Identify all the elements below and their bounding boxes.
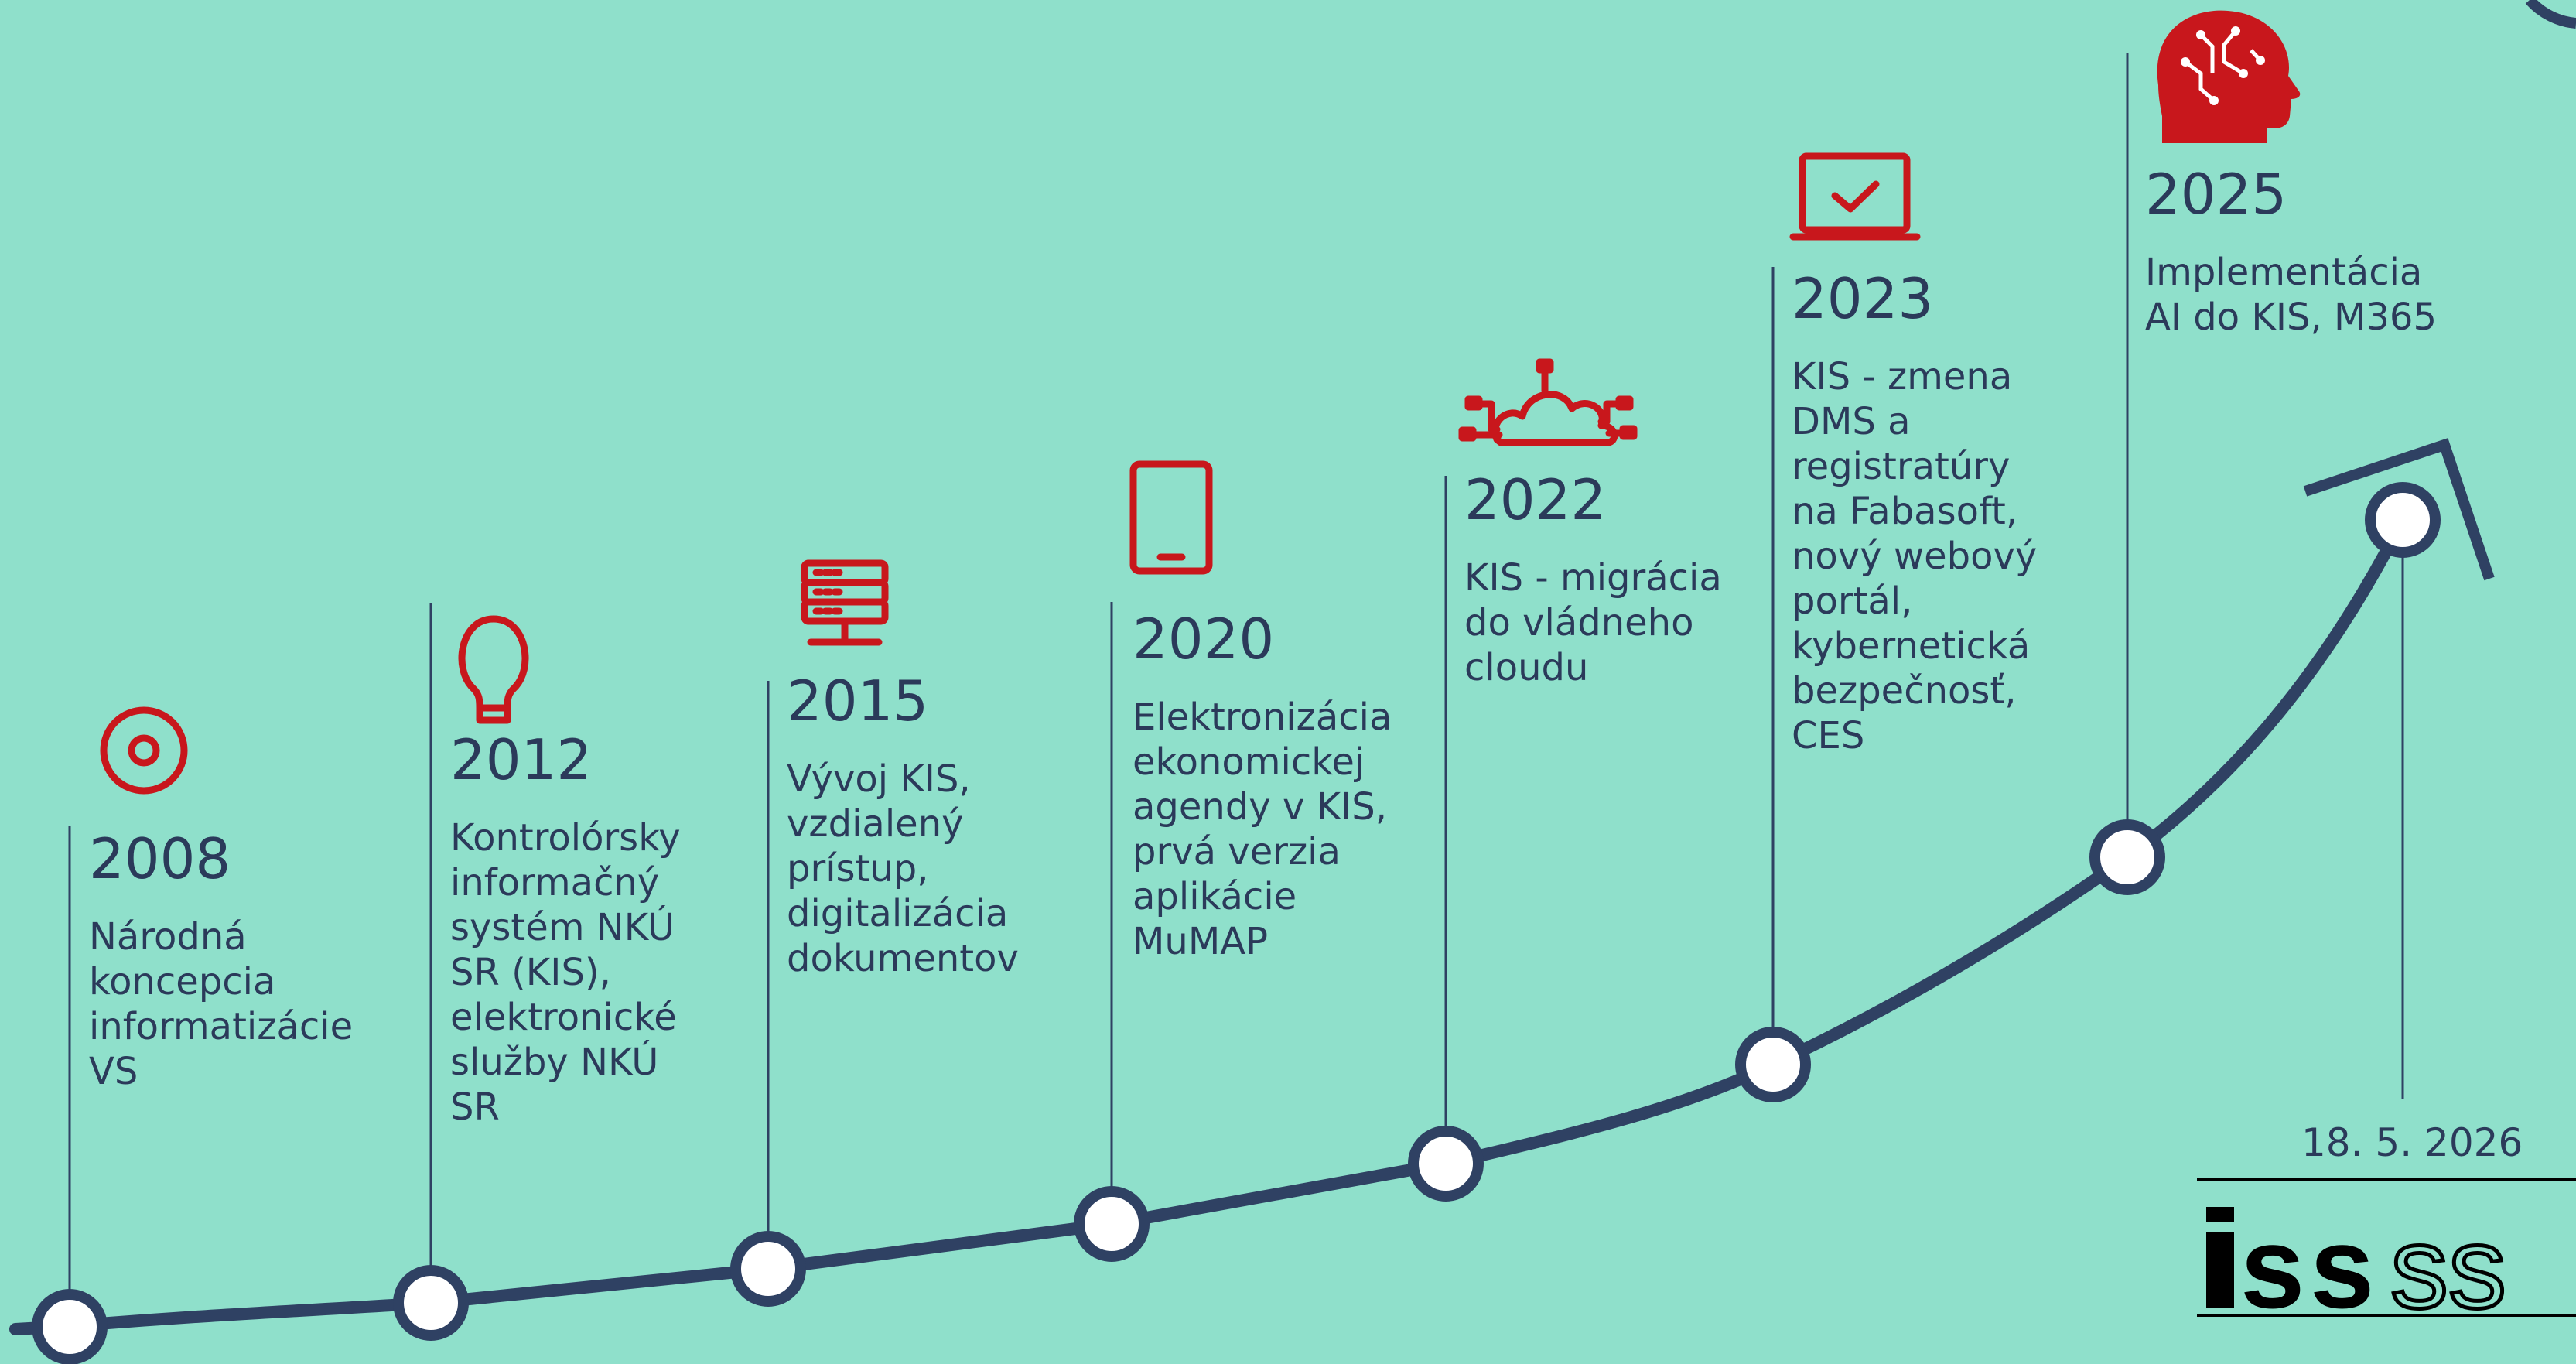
corner-arc: [2525, 0, 2576, 29]
tablet-icon: [1129, 460, 1213, 575]
node-2012: [393, 1265, 469, 1341]
lightbulb-icon: [458, 615, 529, 724]
milestone-2022: 2022 KIS - migrácia do vládneho cloudu: [1464, 472, 1722, 690]
milestone-year: 2020: [1133, 607, 1275, 672]
svg-text:s: s: [2240, 1202, 2304, 1319]
node-2008: [32, 1289, 108, 1364]
milestone-year: 2025: [2145, 162, 2287, 227]
milestone-year: 2023: [1792, 266, 1934, 331]
milestone-2008: 2008 Národná koncepcia informatizácie VS: [89, 831, 353, 1094]
ai-head-icon: [2157, 10, 2301, 143]
milestone-year: 2015: [787, 668, 929, 733]
node-2023: [1735, 1027, 1811, 1102]
milestone-description: Vývoj KIS, vzdialený prístup, digitalizá…: [787, 757, 1019, 980]
server-icon: [801, 559, 889, 646]
milestone-2020: 2020 Elektronizácia ekonomickej agendy v…: [1133, 611, 1392, 964]
svg-text:ss: ss: [2390, 1202, 2506, 1319]
node-2020: [1074, 1186, 1150, 1262]
milestone-2023: 2023 KIS - zmena DMS a registratúry na F…: [1792, 271, 2037, 758]
milestone-description: KIS - zmena DMS a registratúry na Fabaso…: [1792, 355, 2038, 757]
cloud-network-icon: [1458, 358, 1638, 446]
node-2025: [2089, 819, 2165, 895]
milestone-year: 2008: [89, 826, 231, 891]
milestone-2015: 2015 Vývoj KIS, vzdialený prístup, digit…: [787, 673, 1019, 981]
svg-text:s: s: [2310, 1202, 2374, 1319]
milestone-description: Implementácia AI do KIS, M365: [2145, 251, 2437, 339]
isss-logo: s s ss: [2197, 1178, 2576, 1319]
milestone-year: 2012: [450, 727, 593, 792]
arrow-head: [2303, 438, 2495, 581]
milestone-description: KIS - migrácia do vládneho cloudu: [1464, 556, 1722, 689]
node-2022: [1408, 1126, 1484, 1202]
milestone-year: 2022: [1464, 467, 1607, 532]
laptop-check-icon: [1789, 152, 1921, 241]
date-label: 18. 5. 2026: [2301, 1120, 2523, 1165]
target-icon: [100, 706, 188, 795]
timeline-nodes: [32, 482, 2441, 1364]
node-2015: [730, 1231, 806, 1307]
milestone-description: Elektronizácia ekonomickej agendy v KIS,…: [1133, 696, 1392, 963]
node-end: [2365, 482, 2441, 558]
guide-lines: [68, 53, 2404, 1327]
milestone-description: Kontrolórsky informačný systém NKÚ SR (K…: [450, 816, 681, 1129]
milestone-description: Národná koncepcia informatizácie VS: [89, 915, 354, 1093]
milestone-2025: 2025 Implementácia AI do KIS, M365: [2145, 166, 2437, 340]
milestone-2012: 2012 Kontrolórsky informačný systém NKÚ …: [450, 732, 681, 1130]
